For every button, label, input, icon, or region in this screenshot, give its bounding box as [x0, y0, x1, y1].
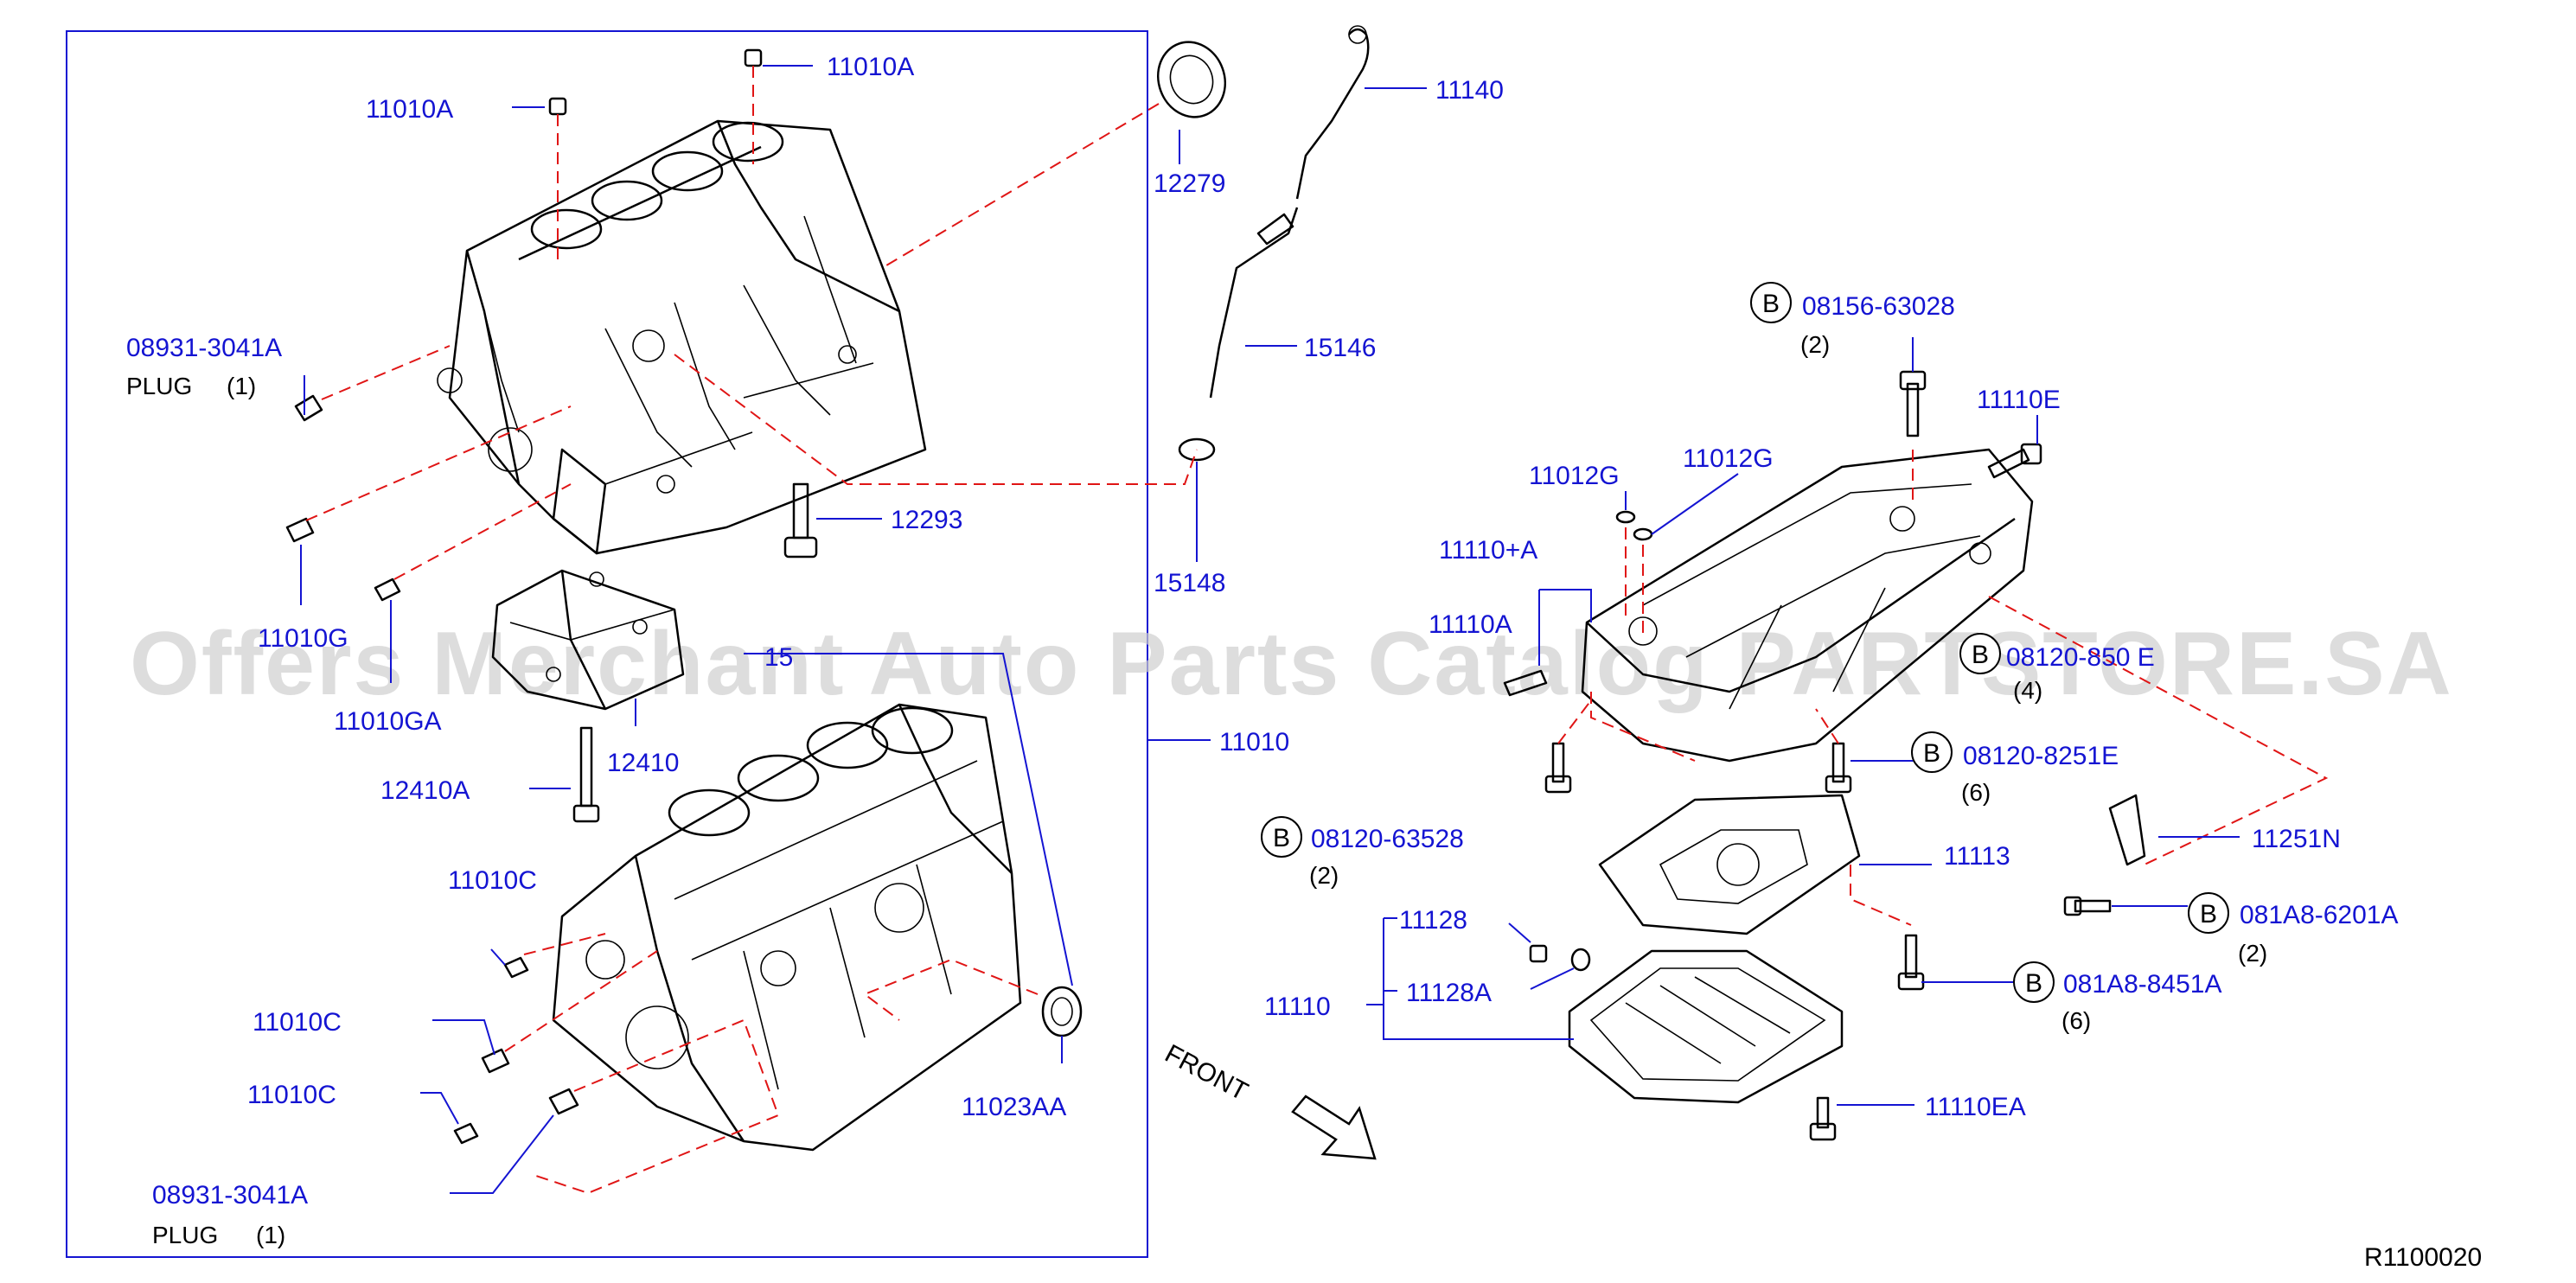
- part-labels: 11010A 11010A 12279 11140 15146 15148 08…: [126, 53, 2399, 1248]
- label-15148[interactable]: 15148: [1154, 569, 1225, 597]
- front-arrow-icon: [1291, 1095, 1377, 1160]
- label-08120-8251E-qty: (6): [1961, 779, 1991, 806]
- plug-11010G[interactable]: [285, 517, 315, 543]
- oil-pan-lower-11110[interactable]: [1568, 949, 1844, 1104]
- label-12279[interactable]: 12279: [1154, 169, 1225, 198]
- label-08156-qty: (2): [1800, 331, 1830, 358]
- plug-11010A-top[interactable]: [744, 48, 763, 67]
- bolt-081A8-6201A[interactable]: [2063, 896, 2112, 916]
- label-12410A[interactable]: 12410A: [380, 776, 470, 805]
- label-08156-63028[interactable]: 08156-63028: [1802, 292, 1955, 321]
- washer-11128A[interactable]: [1570, 948, 1591, 972]
- label-08120-hidden[interactable]: 08120-850 E: [2006, 643, 2155, 672]
- bolt-symbols: B B B B B B: [1261, 282, 2229, 1003]
- label-plug-top: PLUG: [126, 373, 192, 399]
- label-11010C-3[interactable]: 11010C: [247, 1081, 336, 1109]
- label-11140[interactable]: 11140: [1435, 76, 1504, 105]
- bolt-symbol-5: B: [2200, 900, 2217, 929]
- washer-11012G-2[interactable]: [1633, 527, 1653, 541]
- bolt-11110A[interactable]: [1503, 669, 1548, 697]
- drain-plug-11128[interactable]: [1529, 944, 1548, 963]
- bolt-symbol-2: B: [1972, 641, 1989, 669]
- bolt-12293[interactable]: [783, 482, 818, 559]
- front-label: FRONT: [1160, 1039, 1253, 1107]
- plug-11010C-3[interactable]: [453, 1122, 479, 1145]
- label-11010GA[interactable]: 11010GA: [334, 707, 442, 736]
- bolt-08120-63528[interactable]: [1544, 742, 1572, 794]
- bolt-symbol-3: B: [1923, 739, 1940, 768]
- label-11110[interactable]: 11110: [1264, 993, 1331, 1021]
- watermark: Offers Merchant Auto Parts Catalog PARTS…: [130, 614, 2453, 714]
- label-plug-bot-qty: (1): [256, 1222, 285, 1248]
- cylinder-block-lower[interactable]: [552, 703, 1022, 1152]
- plug-08931-top[interactable]: [294, 394, 323, 422]
- label-15146[interactable]: 15146: [1304, 334, 1376, 362]
- plug-11010GA[interactable]: [374, 578, 401, 602]
- baffle-11113[interactable]: [1598, 794, 1861, 935]
- oil-pan-upper-11110A[interactable]: [1581, 448, 2034, 763]
- label-11023AA[interactable]: 11023AA: [962, 1093, 1066, 1121]
- label-081A8-8451A-qty: (6): [2061, 1007, 2091, 1034]
- dipstick-11140[interactable]: [1295, 25, 1370, 200]
- bolt-symbol-1: B: [1762, 290, 1780, 318]
- bolt-08156-63028[interactable]: [1899, 370, 1927, 437]
- leader-lines: [300, 65, 2240, 1194]
- label-11128A[interactable]: 11128A: [1406, 979, 1492, 1007]
- assembly-lines: [305, 66, 2329, 1195]
- cylinder-block-upper[interactable]: [437, 119, 927, 555]
- dipstick-guide-15146[interactable]: [1209, 207, 1299, 399]
- o-ring-15148[interactable]: [1178, 437, 1216, 462]
- label-08120-63528-qty: (2): [1309, 862, 1339, 889]
- label-08120-63528[interactable]: 08120-63528: [1311, 825, 1464, 853]
- bracket-11251N[interactable]: [2108, 794, 2146, 866]
- label-08120-8251E[interactable]: 08120-8251E: [1963, 742, 2119, 770]
- bolt-081A8-8451A[interactable]: [1897, 934, 1925, 991]
- plug-11010C-2[interactable]: [481, 1048, 510, 1074]
- label-08120-hidden-qty: (4): [2013, 677, 2042, 704]
- label-11128[interactable]: 11128: [1399, 906, 1467, 935]
- label-11010G[interactable]: 11010G: [258, 624, 348, 653]
- block-group-frame: [66, 30, 1148, 1258]
- label-11010C-1[interactable]: 11010C: [448, 866, 537, 895]
- label-plug-top-qty: (1): [227, 373, 256, 399]
- plug-11010C-1[interactable]: [503, 956, 529, 979]
- label-11012G-1[interactable]: 11012G: [1529, 462, 1620, 490]
- oil-seal-12279[interactable]: [1147, 33, 1236, 127]
- label-08931-top[interactable]: 08931-3041A: [126, 334, 282, 362]
- label-11010[interactable]: 11010: [1219, 728, 1289, 756]
- label-11110-plus-A[interactable]: 11110+A: [1439, 536, 1537, 565]
- label-081A8-6201A[interactable]: 081A8-6201A: [2240, 901, 2399, 929]
- label-11110A[interactable]: 11110A: [1429, 610, 1512, 639]
- plug-11010A-left[interactable]: [548, 97, 567, 116]
- label-081A8-8451A[interactable]: 081A8-8451A: [2063, 970, 2222, 999]
- washer-11012G-1[interactable]: [1615, 510, 1636, 524]
- label-11110E[interactable]: 11110E: [1977, 386, 2061, 414]
- bolt-symbol-4: B: [1273, 824, 1290, 852]
- label-11251N[interactable]: 11251N: [2252, 825, 2341, 853]
- label-11010A-top[interactable]: 11010A: [827, 53, 914, 81]
- bolt-11110EA[interactable]: [1809, 1096, 1837, 1141]
- label-plug-bot: PLUG: [152, 1222, 218, 1248]
- diagram-reference-id: R1100020: [2364, 1243, 2482, 1272]
- bolt-12410A[interactable]: [572, 726, 600, 823]
- bracket-12410[interactable]: [491, 569, 685, 711]
- label-15-partial[interactable]: 15: [764, 643, 793, 672]
- label-12293[interactable]: 12293: [891, 506, 962, 534]
- bolt-08120-8251E[interactable]: [1825, 742, 1852, 794]
- label-11110EA[interactable]: 11110EA: [1925, 1093, 2026, 1121]
- seal-11023AA[interactable]: [1041, 986, 1083, 1037]
- label-11012G-2[interactable]: 11012G: [1683, 444, 1774, 473]
- front-indicator: FRONT: [1160, 1039, 1377, 1160]
- bolt-symbol-6: B: [2025, 969, 2042, 998]
- label-081A8-6201A-qty: (2): [2238, 940, 2267, 967]
- label-12410[interactable]: 12410: [607, 749, 679, 777]
- bolt-11110E[interactable]: [1987, 443, 2042, 479]
- label-11010A-left[interactable]: 11010A: [366, 95, 453, 124]
- plug-08931-bot[interactable]: [548, 1088, 579, 1115]
- label-08931-bot[interactable]: 08931-3041A: [152, 1181, 308, 1210]
- label-11010C-2[interactable]: 11010C: [252, 1008, 342, 1037]
- label-11113[interactable]: 11113: [1944, 842, 2010, 871]
